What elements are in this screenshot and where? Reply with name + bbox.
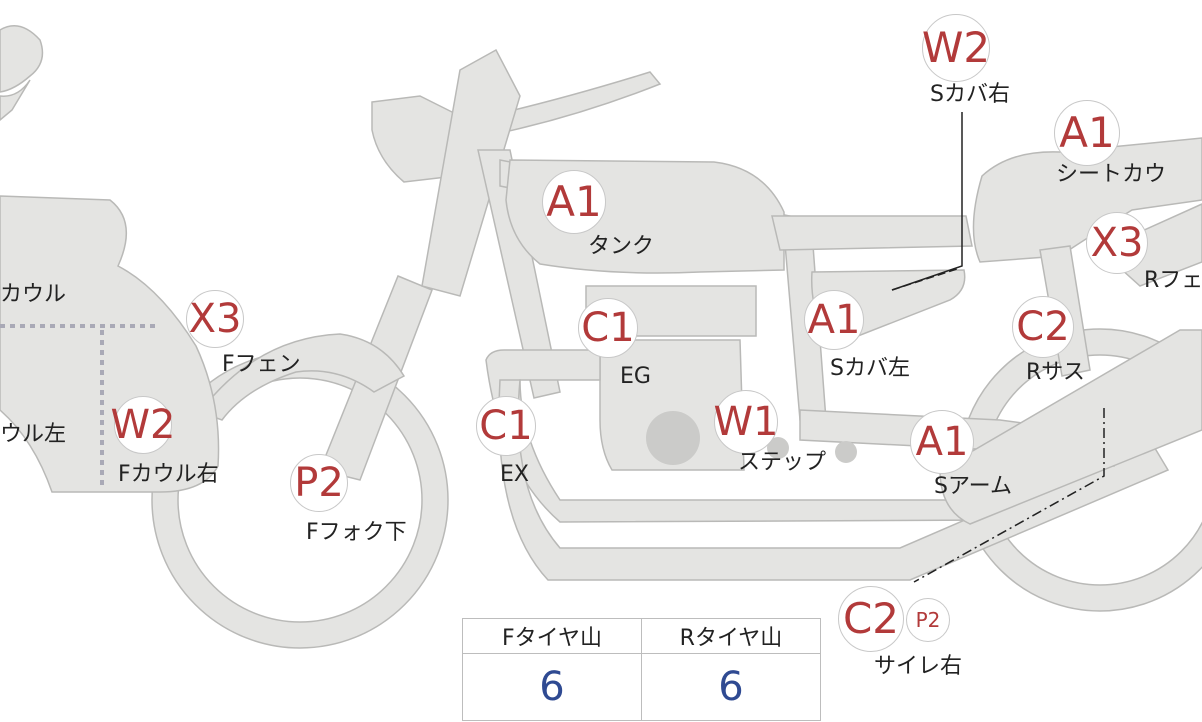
grade-badge-f-fork[interactable]: P2 <box>290 454 348 512</box>
grade-badge-step[interactable]: W1 <box>713 390 779 454</box>
grade-badge-s-cover-r[interactable]: W2 <box>922 14 990 82</box>
front-cowl-shape <box>0 195 220 493</box>
label-f-cowl: カウル <box>0 282 67 307</box>
front-fender-shape <box>198 333 406 421</box>
label-muffler-r: サイレ右 <box>874 654 963 679</box>
grade-badge-muffler-r[interactable]: C2 <box>838 586 904 652</box>
label-exhaust: EX <box>500 462 529 487</box>
step-peg-left <box>767 437 789 459</box>
leader-muffler-right <box>913 408 1105 583</box>
grade-text: A1 <box>807 297 861 343</box>
grade-text: C2 <box>1016 304 1070 350</box>
leader-s-cover-right <box>891 112 963 291</box>
grade-badge-f-fender[interactable]: X3 <box>186 290 244 348</box>
grade-text: A1 <box>1059 108 1115 157</box>
grade-text: C2 <box>842 594 900 643</box>
mirror-shape <box>0 25 44 93</box>
tire-table-header-row: Fタイヤ山 Rタイヤ山 <box>462 618 821 654</box>
grade-badge-r-sus[interactable]: C2 <box>1012 296 1074 358</box>
grade-badge-s-arm[interactable]: A1 <box>910 410 974 474</box>
grade-text: A1 <box>546 177 602 226</box>
grade-badge-s-cover-l[interactable]: A1 <box>804 290 864 350</box>
grade-text: X3 <box>188 296 242 342</box>
cowl-upper-shape <box>0 79 31 121</box>
frame-down-tube <box>477 149 561 399</box>
grade-badge-tank[interactable]: A1 <box>542 170 606 234</box>
grade-text: P2 <box>294 460 344 506</box>
tire-value-front: 6 <box>462 653 642 721</box>
tire-header-front: Fタイヤ山 <box>462 618 642 654</box>
grade-badge-f-cowl-r[interactable]: W2 <box>111 396 176 454</box>
exhaust-pipe-lower <box>498 379 1170 581</box>
label-f-cowl-r: Fカウル右 <box>118 462 219 487</box>
tire-value-rear: 6 <box>641 653 821 721</box>
handlebar-shape <box>479 71 662 137</box>
tire-tread-table: Fタイヤ山 Rタイヤ山 6 6 <box>462 618 821 721</box>
grade-badge-muffler-r-secondary[interactable]: P2 <box>906 598 950 642</box>
label-s-cover-r: Sカバ右 <box>930 82 1010 107</box>
label-f-fender: Fフェン <box>222 352 301 377</box>
grade-text: W1 <box>713 399 779 445</box>
seat-shape <box>771 215 973 251</box>
step-peg-right <box>835 441 857 463</box>
engine-shape <box>599 339 745 471</box>
grade-text: C1 <box>479 403 533 449</box>
grade-badge-seat-cowl[interactable]: A1 <box>1054 100 1120 166</box>
muffler-shape <box>939 329 1202 525</box>
grade-text: X3 <box>1090 220 1144 266</box>
label-engine: EG <box>620 364 651 389</box>
label-tank: タンク <box>588 234 655 259</box>
tire-header-rear: Rタイヤ山 <box>641 618 821 654</box>
label-f-fork: Fフォク下 <box>306 520 407 545</box>
label-seat-cowl: シートカウ <box>1056 162 1167 187</box>
grade-badge-r-fender[interactable]: X3 <box>1086 212 1148 274</box>
grade-text: C1 <box>581 305 635 351</box>
label-r-sus: Rサス <box>1026 360 1085 385</box>
label-r-fender: Rフェ <box>1144 268 1202 293</box>
grade-text: W2 <box>110 402 176 448</box>
grade-text: P2 <box>915 608 941 632</box>
label-f-cowl-l: ウル左 <box>0 422 67 447</box>
label-step: ステップ <box>738 450 827 475</box>
grade-text: A1 <box>915 419 969 465</box>
engine-cover-circle <box>646 411 700 465</box>
grade-badge-engine[interactable]: C1 <box>578 298 638 358</box>
label-s-arm: Sアーム <box>934 474 1012 499</box>
grade-badge-exhaust[interactable]: C1 <box>476 396 536 456</box>
grade-text: W2 <box>921 23 991 72</box>
tire-table-value-row: 6 6 <box>462 653 821 721</box>
label-s-cover-l: Sカバ左 <box>830 356 910 381</box>
